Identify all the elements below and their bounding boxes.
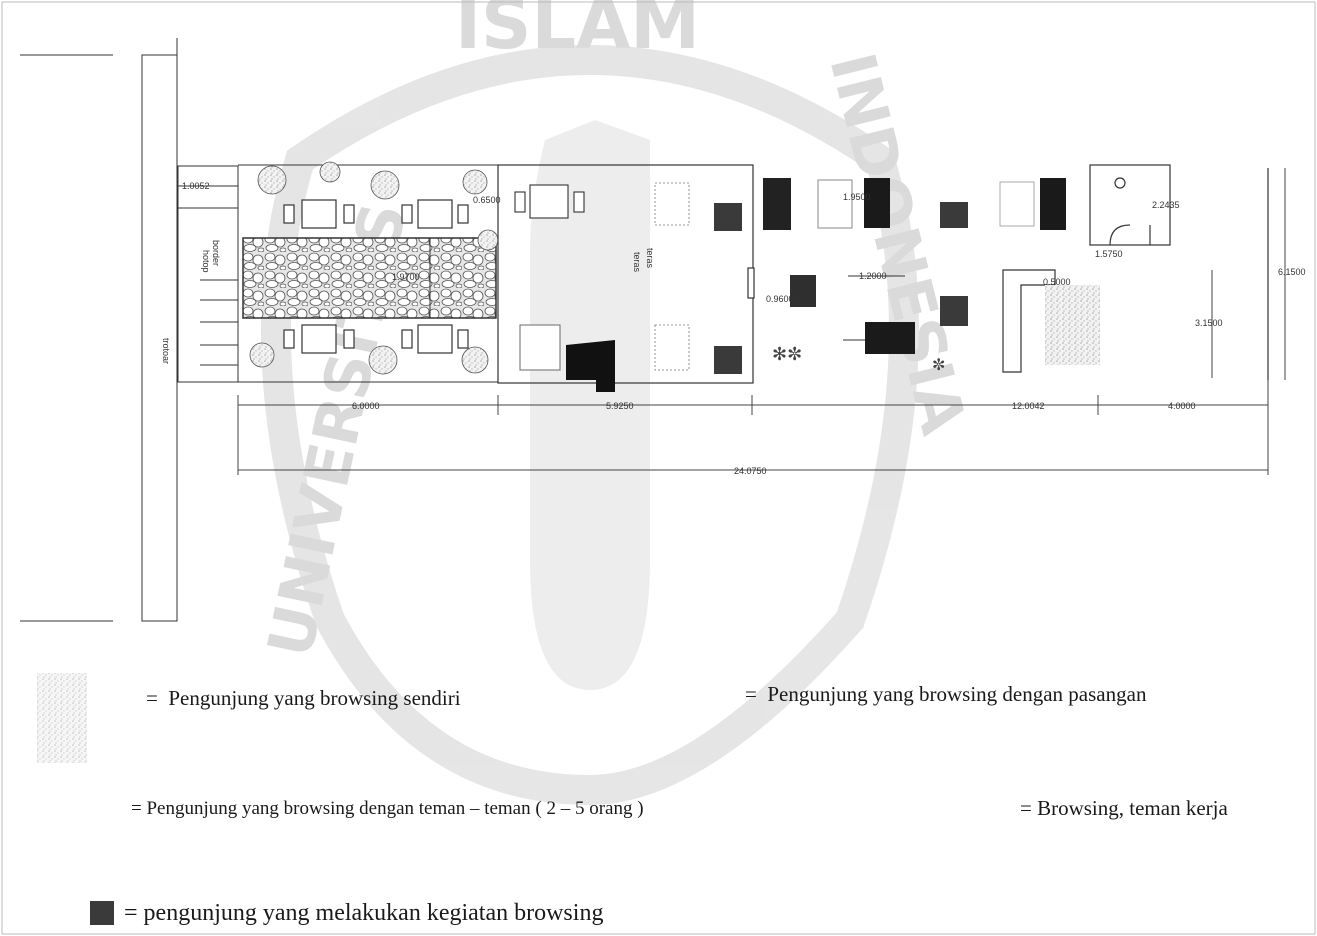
legend-sendiri-label: Pengunjung yang browsing sendiri [168,686,461,710]
legend-sendiri-symbol [37,673,87,763]
interior-area: 1.9500 1.2000 0.9600 ✻✼ ✼ ✻ [763,178,1066,374]
teras-room [497,164,755,384]
legend-kegiatan: = pengunjung yang melakukan kegiatan bro… [124,900,603,927]
dim-interior: 12.0042 [1012,401,1045,411]
plant-icon: ✼ [932,357,945,374]
dim-aisle: 1.2000 [859,271,887,281]
street-area [20,38,178,622]
legend-kegiatan-label: pengunjung yang melakukan kegiatan brows… [143,900,604,926]
legend-eq: = [124,900,138,926]
watermark-ring [261,45,919,806]
browsing-marker [940,202,968,228]
dim-paving: 1.9700 [392,272,420,282]
watermark-right-text: INDONESIA [815,46,980,441]
plant-icon: ✻✼ [772,344,802,364]
browsing-marker [714,346,742,374]
legend-teman: = Pengunjung yang browsing dengan teman … [131,798,644,820]
legend-pasangan: = Pengunjung yang browsing dengan pasang… [745,682,1146,707]
dim-front: 6.0000 [352,401,380,411]
legend-eq: = [131,798,142,819]
dim-counter-depth: 3.1500 [1195,318,1223,328]
watermark-top-text: ISLAM [455,0,700,65]
dim-counter-gap: 0.5000 [1043,277,1071,287]
browsing-marker [714,203,742,231]
dim-total: 24.0750 [734,466,767,476]
shrub-icons [249,161,499,375]
dim-back: 4.0000 [1168,401,1196,411]
legend-pasangan-label: Pengunjung yang browsing dengan pasangan [767,682,1147,706]
legend-eq: = [146,686,158,710]
dim-table-gap: 0.6500 [473,195,501,205]
legend-kerja: = Browsing, teman kerja [1020,796,1228,821]
label-hotop: hotop [201,250,211,273]
dim-room-depth: 6.1500 [1278,267,1306,277]
teras-furniture [514,182,690,371]
legend-teman-label: Pengunjung yang browsing dengan teman – … [146,798,644,819]
label-teras: teras [645,248,655,269]
watermark: ISLAM UNIVERSITAS INDONESIA [253,0,980,806]
label-border: border [211,240,221,266]
legend-browsing-symbol [90,901,114,925]
label-teras-2: teras [632,252,642,273]
counter-area [1002,164,1269,380]
dim-toilet-depth: 2.2435 [1152,200,1180,210]
dim-desk: 1.9500 [843,192,871,202]
front-table-sets [283,199,469,354]
dim-entrance-width: 1.0052 [182,181,210,191]
label-trotoar: trotoar [161,338,171,364]
legend-sendiri: = Pengunjung yang browsing sendiri [146,686,461,711]
dim-teras: 5.9250 [606,401,634,411]
browsing-marker [940,296,968,326]
browsing-marker [790,275,816,307]
stone-paving [242,237,497,319]
dim-toilet-door: 1.5750 [1095,249,1123,259]
dim-desk-depth: 0.9600 [766,294,794,304]
dimension-lines [237,168,1286,475]
entrance-zone [177,165,239,383]
legend-eq: = [745,682,757,706]
couple-marker [566,340,615,392]
front-garden: 1.9700 0.6500 [238,161,501,383]
legend-kerja-label: Browsing, teman kerja [1037,796,1228,820]
legend-eq: = [1020,796,1032,820]
